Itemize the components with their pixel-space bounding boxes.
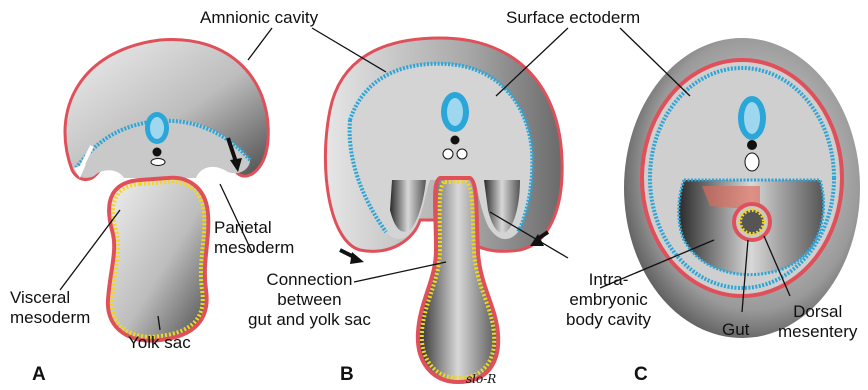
label-intraembryonic-body-cavity: Intra- embryonic body cavity [566,270,651,330]
panel-c-drawing [624,38,860,338]
panel-label-c: C [634,364,648,386]
panel-a-drawing [65,39,268,340]
panel-b-drawing [325,38,562,382]
label-surface-ectoderm: Surface ectoderm [506,8,640,28]
label-connection-gut-yolk: Connection between gut and yolk sac [248,270,371,330]
notochord-a [153,148,162,157]
label-visceral-mesoderm: Visceral mesoderm [10,288,90,328]
label-yolk-sac: Yolk sac [128,333,191,353]
label-parietal-mesoderm: Parietal mesoderm [214,218,294,258]
panel-label-a: A [32,364,46,386]
label-dorsal-mesentery: Dorsal mesentery [778,302,857,342]
label-gut: Gut [722,320,749,340]
artist-signature: slo-R [466,372,496,386]
notochord-c [747,140,757,150]
notochord-b [451,136,460,145]
label-amnionic-cavity: Amnionic cavity [200,8,318,28]
panel-label-b: B [340,364,354,386]
